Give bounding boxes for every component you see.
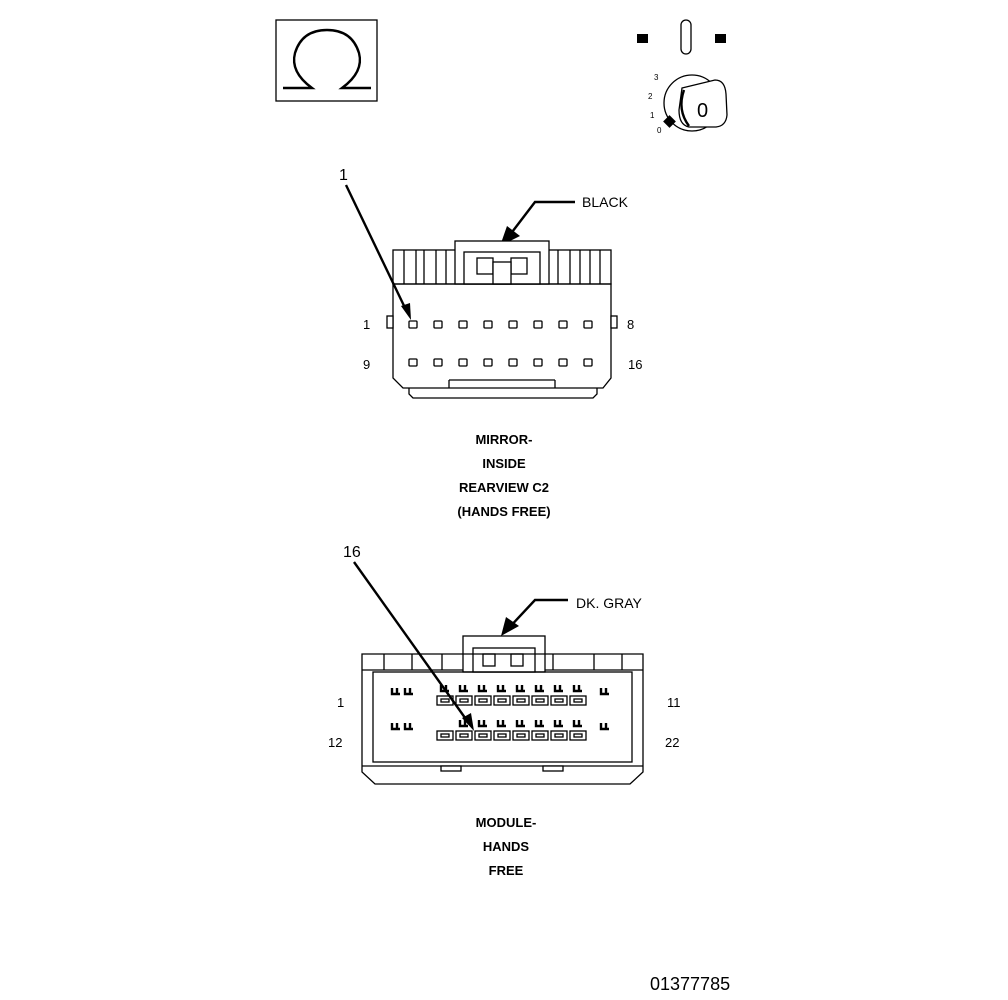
ohm-icon [275, 19, 378, 102]
ignition-position-3: 3 [654, 73, 659, 82]
ignition-position-2: 2 [648, 92, 653, 101]
module-pin-label-12: 12 [328, 735, 342, 750]
mirror-pin-label-16: 16 [628, 357, 642, 372]
key-label: 0 [697, 100, 708, 122]
mirror-pin-label-8: 8 [627, 317, 634, 332]
mirror-pin-label-1: 1 [363, 317, 370, 332]
module-pin-label-11: 11 [667, 695, 681, 710]
mirror-title-line-2: INSIDE [482, 456, 526, 471]
ignition-position-0: 0 [657, 126, 662, 135]
module-pin-cavities [390, 685, 609, 741]
mirror-connector: BLACK [339, 167, 642, 519]
mirror-title-line-1: MIRROR- [475, 432, 532, 447]
module-ref-number: 16 [343, 544, 361, 561]
mirror-pin-cavities [408, 320, 593, 367]
module-connector: DK. GRAY [328, 544, 681, 878]
ignition-key-icon: 0 3 2 1 0 [637, 19, 728, 135]
mirror-title-line-3: REARVIEW C2 [459, 480, 549, 495]
mirror-pin-label-9: 9 [363, 357, 370, 372]
mirror-color-callout: BLACK [582, 194, 629, 210]
ignition-position-1: 1 [650, 111, 655, 120]
mirror-title-line-4: (HANDS FREE) [457, 504, 550, 519]
mirror-ref-number: 1 [339, 167, 348, 184]
figure-id: 01377785 [650, 974, 730, 994]
module-title-line-1: MODULE- [476, 815, 537, 830]
mirror-latch [392, 240, 612, 285]
module-pin-label-1: 1 [337, 695, 344, 710]
module-title-line-2: HANDS [483, 839, 530, 854]
module-pin-label-22: 22 [665, 735, 679, 750]
module-title-line-3: FREE [489, 863, 524, 878]
module-color-callout: DK. GRAY [576, 595, 643, 611]
